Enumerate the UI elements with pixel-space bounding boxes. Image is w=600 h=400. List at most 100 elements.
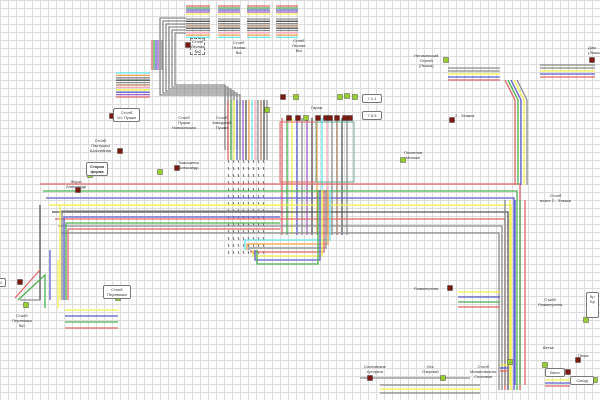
cable-line — [227, 236, 230, 241]
node-green[interactable] — [352, 94, 358, 100]
cable-line — [232, 243, 235, 248]
cable-line — [227, 159, 230, 164]
node-brown[interactable] — [367, 375, 373, 381]
node-green[interactable] — [293, 94, 299, 100]
node-green[interactable] — [157, 169, 163, 175]
cable-line — [58, 225, 503, 390]
node-green[interactable] — [583, 317, 589, 323]
node-brown[interactable] — [347, 115, 353, 121]
label-zhory: Жоры Александр — [66, 179, 87, 189]
label-pole-zavod-pushki: Столб Заводской Пушки — [212, 115, 232, 130]
node-green[interactable] — [344, 93, 350, 99]
node-brown[interactable] — [327, 115, 333, 121]
cable-line — [43, 190, 518, 390]
node-brown[interactable] — [575, 357, 581, 363]
node-brown[interactable] — [286, 115, 292, 121]
label-sosnovskie: Сосновские хуторята — [364, 364, 386, 374]
cable-line — [67, 228, 280, 300]
node-brown[interactable] — [17, 279, 23, 285]
cable-line — [257, 166, 260, 171]
label-pole-lesnaya-4: Столб Лесная №4 — [292, 38, 306, 53]
node-brown[interactable] — [589, 57, 595, 63]
cable-line — [242, 243, 245, 248]
cable-line — [46, 197, 515, 390]
cable-line — [237, 250, 240, 255]
node-green[interactable] — [23, 302, 29, 308]
label-pole-lesnaya-1: Столб Лесная №1 — [232, 40, 246, 55]
label-garage: Гараж — [311, 105, 323, 110]
label-pesha: Пеша — [578, 353, 589, 358]
garage-frame-2 — [315, 121, 355, 183]
node-green[interactable] — [400, 157, 406, 163]
cable-line — [61, 232, 500, 390]
cable-line — [237, 236, 240, 241]
cable-line — [262, 173, 265, 178]
label-netomnesky: Нетомнеский Сергей (Лешка) — [414, 53, 439, 68]
box-vyalo[interactable]: Вяло — [545, 368, 565, 377]
node-brown[interactable] — [447, 285, 453, 291]
cable-line — [252, 159, 255, 164]
cable-line — [227, 243, 230, 248]
node-green[interactable] — [337, 94, 343, 100]
node-brown[interactable] — [295, 115, 301, 121]
cable-line — [232, 173, 235, 178]
cable-line — [257, 173, 260, 178]
cable-line — [237, 159, 240, 164]
node-brown[interactable] — [174, 165, 180, 171]
label-timoshenko: Тимощенко Александр — [178, 160, 200, 170]
cable-line — [14, 269, 41, 299]
node-brown[interactable] — [280, 94, 286, 100]
cable-line — [232, 236, 235, 241]
node-brown[interactable] — [449, 117, 455, 123]
node-green[interactable] — [507, 359, 513, 365]
cable-line — [59, 204, 280, 300]
cable-line — [242, 166, 245, 171]
node-green[interactable] — [303, 115, 309, 121]
node-green[interactable] — [440, 375, 446, 381]
node-green[interactable] — [443, 57, 449, 63]
box-sklad[interactable]: Склад — [570, 376, 594, 385]
cable-line — [237, 243, 240, 248]
cable-line — [232, 166, 235, 171]
node-brown[interactable] — [342, 115, 348, 121]
box-711[interactable]: 7.1.1 — [362, 94, 382, 103]
label-pole-lesnaya-2[interactable]: Столб Лесная №2 — [190, 38, 206, 55]
label-pole-two-floor: Столб возле 2 - Этажки — [540, 193, 572, 203]
cable-line — [63, 216, 280, 300]
cable-line — [242, 173, 245, 178]
cable-line — [242, 250, 245, 255]
cable-line — [242, 236, 245, 241]
node-brown[interactable] — [75, 187, 81, 193]
node-brown[interactable] — [117, 148, 123, 154]
label-old-farm[interactable]: Старая ферма — [86, 162, 109, 176]
cable-line — [247, 250, 250, 255]
label-vetka: Ветка — [543, 345, 554, 350]
cable-line — [513, 79, 525, 185]
right-box[interactable]: Кр Бр — [586, 292, 599, 318]
node-green[interactable] — [542, 362, 548, 368]
label-two-floor: 2 - Этажка — [455, 113, 475, 118]
cable-line — [232, 159, 235, 164]
cable-line — [256, 190, 319, 265]
node-brown[interactable] — [565, 369, 571, 375]
cable-line — [248, 190, 327, 250]
cable-line — [504, 79, 516, 185]
node-brown[interactable] — [334, 115, 340, 121]
cable-line — [507, 79, 519, 185]
cable-line — [516, 79, 528, 185]
cable-line — [252, 190, 323, 257]
label-pole-pushki[interactable]: Столб Ул. Пушки — [113, 108, 140, 122]
label-razvilulina: Развилулина — [414, 286, 439, 291]
garage-frame — [279, 121, 317, 183]
cable-line — [252, 173, 255, 178]
label-pole-left-box[interactable]: Столб Перевязка — [103, 285, 131, 299]
cable-line — [244, 190, 331, 250]
left-edge-box[interactable]: 2 — [0, 278, 7, 287]
node-green[interactable] — [264, 107, 270, 113]
cable-line — [65, 222, 280, 300]
cable-line — [232, 250, 235, 255]
label-les-ozerny: Лес Озерный — [422, 364, 439, 374]
box-755[interactable]: 7.5.5 — [362, 111, 382, 120]
node-brown[interactable] — [315, 115, 321, 121]
